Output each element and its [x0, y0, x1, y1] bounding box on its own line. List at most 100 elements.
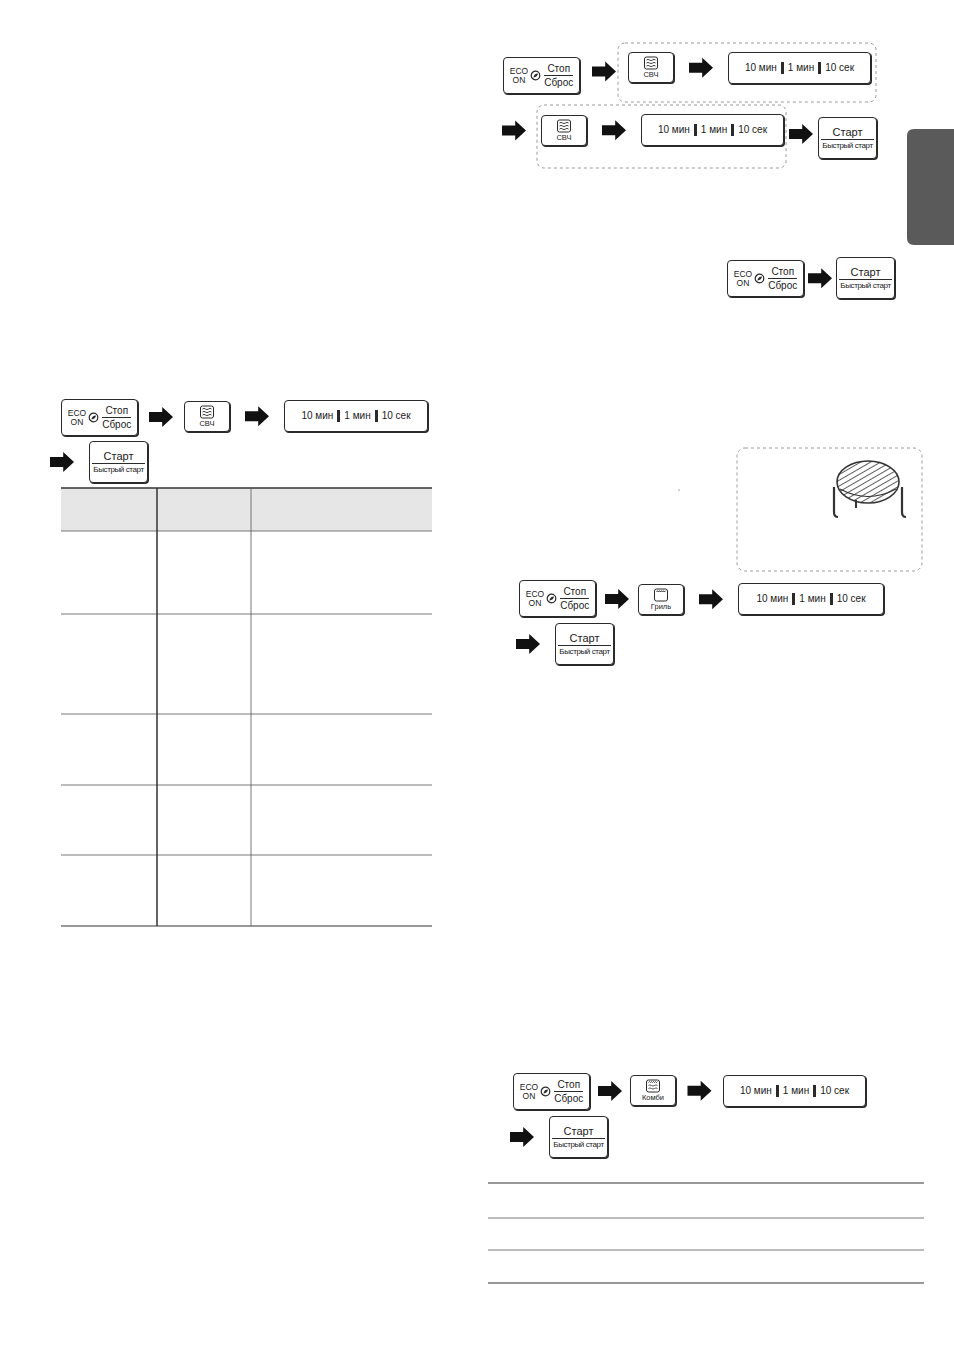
separator-bar	[830, 593, 833, 605]
mw-icon	[199, 405, 215, 419]
start-label: Старт	[833, 126, 863, 138]
quick-start-label: Быстрый старт	[553, 1140, 603, 1150]
mode-label: СВЧ	[199, 420, 214, 428]
quick-start-label: Быстрый старт	[822, 141, 872, 151]
stop-reset-stack: СтопСброс	[544, 63, 573, 88]
mode-button: СВЧ	[541, 115, 587, 146]
stop-label: Стоп	[557, 1079, 580, 1090]
divider-line	[821, 139, 874, 140]
time-label: 10 сек	[833, 593, 870, 605]
flow-arrow	[605, 589, 629, 609]
separator-bar	[337, 410, 340, 422]
stop-reset-button: ECO ON СтопСброс	[727, 260, 804, 297]
separator-bar	[731, 124, 734, 136]
separator-bar	[776, 1085, 779, 1097]
divider-line	[92, 463, 145, 464]
divider-line	[102, 417, 131, 418]
mode-button: СВЧ	[628, 52, 674, 83]
flow-arrow	[149, 407, 173, 427]
time-label: 10 мин	[297, 410, 337, 422]
grill-icon	[653, 588, 669, 602]
mw-icon	[556, 119, 572, 133]
time-label: 10 мин	[741, 62, 781, 74]
eco-icon	[754, 273, 765, 284]
mode-label: СВЧ	[643, 71, 658, 79]
empty-table	[61, 488, 432, 926]
eco-label: ECO ON	[68, 409, 86, 427]
reset-label: Сброс	[102, 419, 131, 430]
flow-arrow	[699, 589, 723, 609]
mode-button: Комби	[630, 1075, 676, 1106]
time-label: 1 мин	[784, 62, 818, 74]
mw-icon	[643, 56, 659, 70]
mode-label: СВЧ	[556, 134, 571, 142]
stop-reset-button: ECO ON СтопСброс	[513, 1073, 590, 1110]
stop-reset-button: ECO ON СтопСброс	[61, 399, 138, 436]
flow-arrow	[516, 634, 540, 654]
separator-bar	[781, 62, 784, 74]
time-label: 10 сек	[816, 1085, 853, 1097]
mode-button: Гриль	[638, 584, 684, 615]
eco-icon	[546, 593, 557, 604]
eco-icon	[88, 412, 99, 423]
empty-table	[488, 1183, 924, 1283]
quick-start-label: Быстрый старт	[840, 281, 890, 291]
time-button: 10 мин1 мин10 сек	[284, 400, 428, 432]
time-label: 10 мин	[654, 124, 694, 136]
reset-label: Сброс	[544, 77, 573, 88]
flow-arrow	[50, 452, 74, 472]
time-label: 1 мин	[795, 593, 829, 605]
reset-label: Сброс	[554, 1093, 583, 1104]
start-button: СтартБыстрый старт	[836, 257, 895, 299]
time-label: 10 мин	[736, 1085, 776, 1097]
section-tab	[907, 129, 954, 245]
divider-line	[558, 645, 611, 646]
time-label: 10 сек	[821, 62, 858, 74]
reset-label: Сброс	[768, 280, 797, 291]
separator-bar	[375, 410, 378, 422]
flow-arrow	[598, 1081, 622, 1101]
time-button: 10 мин1 мин10 сек	[728, 52, 871, 84]
flow-arrow	[689, 58, 713, 78]
mode-button: СВЧ	[184, 401, 230, 432]
divider-line	[554, 1091, 583, 1092]
eco-icon	[530, 70, 541, 81]
stop-reset-stack: СтопСброс	[102, 405, 131, 430]
stop-label: Стоп	[105, 405, 128, 416]
stop-reset-button: ECO ON СтопСброс	[503, 57, 580, 94]
divider-line	[552, 1138, 605, 1139]
divider-line	[768, 278, 797, 279]
time-label: 1 мин	[340, 410, 374, 422]
time-label: 1 мин	[697, 124, 731, 136]
flow-arrow	[510, 1127, 534, 1147]
separator-bar	[818, 62, 821, 74]
dashed-group	[537, 105, 786, 168]
time-label: 10 сек	[734, 124, 771, 136]
eco-label: ECO ON	[734, 270, 752, 288]
start-button: СтартБыстрый старт	[555, 623, 614, 665]
eco-label: ECO ON	[526, 590, 544, 608]
start-label: Старт	[104, 450, 134, 462]
stop-reset-stack: СтопСброс	[768, 266, 797, 291]
flow-arrow	[808, 268, 832, 288]
stop-reset-stack: СтопСброс	[560, 586, 589, 611]
grill-rack-illustration	[737, 448, 922, 571]
separator-bar	[694, 124, 697, 136]
divider-line	[544, 75, 573, 76]
stop-reset-stack: СтопСброс	[554, 1079, 583, 1104]
start-label: Старт	[570, 632, 600, 644]
time-label: 10 мин	[752, 593, 792, 605]
flow-arrow	[789, 124, 813, 144]
divider-line	[560, 598, 589, 599]
eco-label: ECO ON	[520, 1083, 538, 1101]
eco-label: ECO ON	[510, 67, 528, 85]
stop-label: Стоп	[547, 63, 570, 74]
reset-label: Сброс	[560, 600, 589, 611]
mode-label: Гриль	[651, 603, 671, 611]
mode-label: Комби	[642, 1094, 664, 1102]
combi-icon	[645, 1079, 661, 1093]
flow-arrow	[502, 121, 526, 141]
separator-bar	[813, 1085, 816, 1097]
